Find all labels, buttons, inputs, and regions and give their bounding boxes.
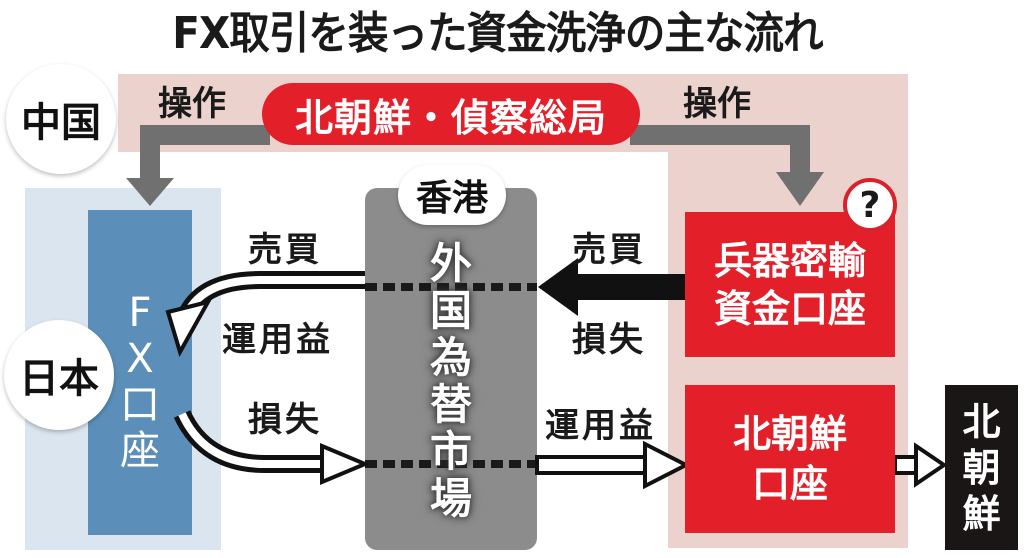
operate-arrow-left — [126, 125, 270, 206]
north-korea-char: 鮮 — [962, 491, 1001, 536]
nk-account-line: 北朝鮮 — [732, 412, 847, 456]
fx-account-char: 口 — [120, 382, 160, 428]
trade-label-right: 売買 — [572, 230, 646, 270]
hong-kong-label: 香港 — [398, 165, 506, 225]
forex-market-label: 外 国 為 替 市 場 — [365, 240, 537, 522]
forex-market-char: 外 — [429, 239, 472, 288]
japan-label: 日本 — [4, 320, 114, 430]
fx-account-char: F — [128, 290, 152, 336]
weapons-smuggling-account: 兵器密輸 資金口座 — [685, 212, 895, 357]
question-badge-icon: ? — [843, 178, 897, 232]
north-korea-char: 朝 — [962, 445, 1001, 490]
fx-account-label: F X 口 座 — [88, 290, 192, 474]
operate-label-left: 操作 — [158, 84, 226, 124]
north-korea-box: 北 朝 鮮 — [945, 385, 1018, 550]
fx-account-char: X — [126, 336, 154, 382]
hollow-arrow-loss-left — [173, 409, 371, 486]
forex-market-char: 市 — [429, 427, 472, 476]
black-arrow-trade — [538, 258, 687, 316]
nk-account-line: 口座 — [751, 462, 828, 506]
china-label: 中国 — [6, 64, 116, 174]
hollow-arrow-profit-right — [535, 440, 691, 490]
hong-kong-region — [365, 188, 537, 550]
diagram-title: FX取引を装った資金洗浄の主な流れ — [171, 8, 823, 59]
reconnaissance-general-bureau: 北朝鮮・偵察総局 — [262, 83, 640, 145]
operate-label-right: 操作 — [683, 84, 751, 124]
profit-label-left: 運用益 — [222, 320, 333, 360]
trade-label-left: 売買 — [248, 230, 322, 270]
fx-account-char: 座 — [120, 428, 160, 474]
loss-label-left: 損失 — [248, 400, 322, 440]
forex-market-char: 国 — [429, 286, 472, 335]
profit-label-right: 運用益 — [545, 406, 656, 446]
operate-arrow-right — [630, 125, 824, 206]
north-korea-account: 北朝鮮 口座 — [685, 385, 895, 533]
north-korea-char: 北 — [962, 399, 1001, 444]
hollow-arrow-to-north-korea — [893, 442, 948, 488]
loss-label-right: 損失 — [572, 320, 646, 360]
hollow-arrow-profit-left — [165, 271, 365, 358]
forex-market-char: 場 — [429, 474, 472, 523]
forex-market-char: 替 — [429, 380, 472, 429]
weapons-account-line: 兵器密輸 — [713, 238, 866, 283]
weapons-account-line: 資金口座 — [713, 286, 866, 331]
forex-market-char: 為 — [429, 333, 472, 382]
